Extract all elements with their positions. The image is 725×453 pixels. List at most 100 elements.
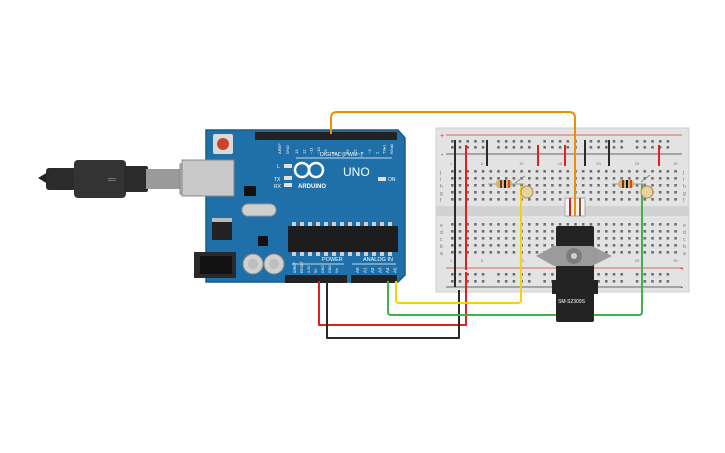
digital-header[interactable] xyxy=(255,132,397,140)
resistor-2[interactable] xyxy=(612,180,646,188)
column-number: 30 xyxy=(673,161,678,166)
row-letter: a xyxy=(440,251,443,257)
power-pin-label: GND xyxy=(328,265,332,273)
arduino-logo-icon xyxy=(293,161,325,179)
power-pin-label: 5V xyxy=(314,268,318,273)
row-letter: g xyxy=(683,191,686,197)
digital-pin-label: RX◂0 xyxy=(389,143,394,154)
analog-header[interactable] xyxy=(351,275,397,283)
digital-pin-label: ~5 xyxy=(352,149,357,154)
row-letter: i xyxy=(440,177,441,183)
digital-pin-label: ~10 xyxy=(316,146,321,154)
row-letter: f xyxy=(440,198,442,204)
column-number: 1 xyxy=(450,258,453,263)
digital-pin-label: 7 xyxy=(338,151,343,154)
led-on-label: ON xyxy=(388,177,396,183)
analog-pin-label: A1 xyxy=(363,267,368,273)
column-number: 5 xyxy=(481,258,484,263)
column-number: 1 xyxy=(450,161,453,166)
analog-pin-label: A0 xyxy=(355,267,360,273)
digital-header-label: DIGITAL (PWM~) xyxy=(320,152,363,158)
column-number: 15 xyxy=(558,161,563,166)
analog-pin-label: A4 xyxy=(385,267,390,273)
power-pin-label: RESET xyxy=(300,260,304,273)
row-letter: b xyxy=(683,244,686,250)
row-letter: j xyxy=(439,170,441,176)
row-letter: c xyxy=(440,237,443,243)
row-letter: h xyxy=(683,184,686,190)
board-brand: ARDUINO xyxy=(298,184,326,190)
wire-signal[interactable] xyxy=(330,111,576,200)
row-letter: d xyxy=(683,230,686,236)
led-on xyxy=(378,177,386,181)
column-number: 25 xyxy=(635,161,640,166)
rail-plus-bottom: + xyxy=(680,266,684,273)
column-number: 5 xyxy=(481,161,484,166)
wire-a1[interactable] xyxy=(387,184,643,316)
led-rx xyxy=(284,183,292,187)
analog-pin-label: A5 xyxy=(393,267,398,273)
led-tx-label: TX xyxy=(274,177,281,183)
power-label: POWER xyxy=(322,257,343,263)
digital-pin-label: ~11 xyxy=(309,147,314,154)
row-letter: h xyxy=(440,184,443,190)
rail-plus-top: + xyxy=(440,133,444,140)
power-pin-label: Vin xyxy=(335,268,339,273)
microcontroller-chip xyxy=(288,226,398,252)
analog-label: ANALOG IN xyxy=(363,257,393,263)
digital-pin-label: 8 xyxy=(331,151,336,154)
digital-pin-label: ~6 xyxy=(345,149,350,154)
column-number: 20 xyxy=(596,161,601,166)
resistor-1[interactable] xyxy=(488,180,524,188)
aref-label: AREF xyxy=(277,143,282,154)
row-letter: a xyxy=(683,251,686,257)
row-letter: e xyxy=(683,223,686,229)
digital-pin-label: 2 xyxy=(374,151,379,154)
power-pin-label: GND xyxy=(321,265,325,273)
led-tx xyxy=(284,176,292,180)
svg-text:═: ═ xyxy=(107,174,116,186)
led-l-label: L xyxy=(277,164,280,170)
photoresistor-1[interactable] xyxy=(514,175,534,199)
digital-pin-label: 13 xyxy=(294,149,299,154)
row-letter: c xyxy=(683,237,686,243)
column-number: 30 xyxy=(673,258,678,263)
rail-minus-top: - xyxy=(441,152,444,159)
wire-a0[interactable] xyxy=(395,186,522,304)
power-header[interactable] xyxy=(285,275,347,283)
wires xyxy=(318,111,660,339)
power-pin-label: IOREF xyxy=(293,261,297,273)
rail-minus-bottom: - xyxy=(681,285,684,292)
row-letter: d xyxy=(440,230,443,236)
led-rx-label: RX xyxy=(274,184,282,190)
power-pin-label: 3.3V xyxy=(307,265,311,273)
analog-pin-label: A2 xyxy=(370,267,375,273)
led-l xyxy=(284,164,292,168)
digital-pin-label: 4 xyxy=(360,151,365,154)
analog-pin-label: A3 xyxy=(378,267,383,273)
gnd-label: GND xyxy=(285,145,290,154)
photoresistor-2[interactable] xyxy=(640,174,654,199)
digital-pin-label: ~9 xyxy=(323,149,328,154)
row-letter: j xyxy=(682,170,684,176)
row-letter: i xyxy=(683,177,684,183)
board-model: UNO xyxy=(343,165,370,179)
row-letter: b xyxy=(440,244,443,250)
servo-motor[interactable]: SM-S2309S xyxy=(536,197,612,322)
row-letter: e xyxy=(440,223,443,229)
servo-label: SM-S2309S xyxy=(558,299,586,305)
row-letter: g xyxy=(440,191,443,197)
row-letter: f xyxy=(683,198,685,204)
column-number: 10 xyxy=(519,161,524,166)
digital-pin-label: TX▸1 xyxy=(382,144,387,154)
digital-pin-label: 12 xyxy=(301,149,306,154)
wire-5v[interactable] xyxy=(318,272,467,326)
column-number: 25 xyxy=(635,258,640,263)
digital-pin-label: ~3 xyxy=(367,149,372,154)
